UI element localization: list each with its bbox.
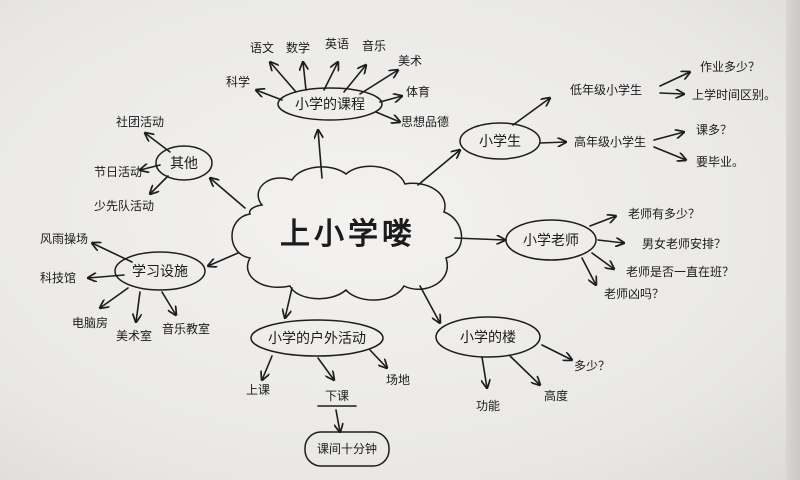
connector-outdoor-0 <box>262 355 273 380</box>
branch-courses: 小学的课程 <box>295 97 365 113</box>
pupils-low-grade: 低年级小学生 <box>570 82 642 97</box>
course-science: 科学 <box>226 74 250 89</box>
node-outlines <box>114 87 597 467</box>
branch-pupils: 小学生 <box>479 134 521 150</box>
outdoor-outline <box>250 319 384 357</box>
connector-pupils-high <box>539 142 566 143</box>
connector-teachers-2 <box>591 252 614 269</box>
other-young-pioneers: 少先队活动 <box>94 198 154 213</box>
paper-edge <box>786 0 800 480</box>
course-morality: 思想品德 <box>401 114 449 129</box>
branch-other: 其他 <box>170 156 198 172</box>
branch-teachers: 小学老师 <box>523 233 579 249</box>
connector-high-1 <box>653 146 686 160</box>
teachers-presence: 老师是否一直在班？ <box>626 265 734 279</box>
pupils-outline <box>459 122 541 160</box>
center-title: 上小学喽 <box>280 217 416 252</box>
connector-break-sub <box>336 409 340 432</box>
facilities-outline <box>114 251 206 291</box>
course-art: 美术 <box>398 54 422 68</box>
connector-facilities-1 <box>88 275 125 278</box>
branch-outdoor: 小学的户外活动 <box>268 330 366 347</box>
connector-teachers-1 <box>597 240 624 243</box>
connector-teachers-0 <box>589 216 616 227</box>
connector-facilities-4 <box>161 291 176 315</box>
building-function: 功能 <box>476 399 500 413</box>
other-outline <box>155 145 213 181</box>
connector-courses-3 <box>343 65 366 93</box>
connector-low-1 <box>659 93 684 94</box>
teachers-count: 老师有多少？ <box>628 207 700 221</box>
connector-center-teachers <box>454 238 505 240</box>
connector-teachers-3 <box>581 257 596 285</box>
high-more-classes: 课多？ <box>696 123 732 137</box>
course-english: 英语 <box>325 37 349 51</box>
connector-courses-1 <box>303 62 306 91</box>
connector-courses-7 <box>375 111 400 122</box>
outdoor-class: 上课 <box>246 383 270 397</box>
connector-facilities-3 <box>136 291 140 322</box>
facility-art-room: 美术室 <box>116 328 152 343</box>
low-schedule: 上学时间区别。 <box>692 87 776 102</box>
facility-science-hall: 科技馆 <box>40 270 76 285</box>
connectors <box>88 62 690 432</box>
connector-center-outdoor <box>285 287 293 318</box>
teachers-outline <box>505 219 597 261</box>
outdoor-recess: 课间十分钟 <box>317 441 377 456</box>
courses-outline <box>277 87 383 121</box>
recess-outline <box>304 431 390 467</box>
connector-center-facilities <box>208 252 239 266</box>
connector-other-2 <box>150 175 169 194</box>
connector-building-1 <box>482 356 487 388</box>
connector-center-building <box>419 285 440 323</box>
outdoor-field: 场地 <box>386 373 410 387</box>
building-count: 多少？ <box>574 359 610 373</box>
facility-computer-room: 电脑房 <box>72 315 108 330</box>
connector-building-2 <box>509 355 540 385</box>
branch-facilities: 学习设施 <box>132 264 188 280</box>
course-math: 数学 <box>286 40 310 55</box>
connector-center-courses <box>318 130 322 179</box>
connector-pupils-low <box>512 98 550 126</box>
labels: 上小学喽 小学的课程 语文 数学 英语 音乐 美术 体育 科学 思想品德 小学生… <box>40 37 776 456</box>
facility-music-room: 音乐教室 <box>162 321 210 336</box>
connector-courses-6 <box>256 90 283 101</box>
connector-courses-0 <box>270 62 297 93</box>
other-clubs: 社团活动 <box>116 114 164 129</box>
connector-facilities-2 <box>100 287 129 308</box>
center-cloud-outline <box>231 165 463 301</box>
teachers-gender: 男女老师安排？ <box>642 236 726 251</box>
facility-gym: 风雨操场 <box>40 231 88 246</box>
course-chinese: 语文 <box>250 40 274 55</box>
building-height: 高度 <box>544 388 568 403</box>
connector-outdoor-1 <box>317 357 334 380</box>
connector-center-other <box>210 178 246 209</box>
connector-center-pupils <box>417 150 460 186</box>
teachers-strict: 老师凶吗？ <box>604 287 664 301</box>
course-pe: 体育 <box>406 84 430 99</box>
connector-building-0 <box>541 344 572 360</box>
pupils-high-grade: 高年级小学生 <box>574 134 646 149</box>
outdoor-break: 下课 <box>325 389 349 403</box>
branch-building: 小学的楼 <box>460 330 516 346</box>
high-graduate: 要毕业。 <box>696 155 744 169</box>
course-music: 音乐 <box>362 38 386 53</box>
building-outline <box>435 316 541 358</box>
connector-outdoor-2 <box>369 349 387 368</box>
low-homework: 作业多少？ <box>700 60 760 74</box>
connector-other-0 <box>145 133 171 153</box>
connector-high-0 <box>653 132 684 141</box>
connector-courses-4 <box>359 70 398 95</box>
connector-low-0 <box>659 72 690 87</box>
connector-courses-5 <box>379 96 402 102</box>
other-festivals: 节日活动 <box>94 165 142 179</box>
connector-courses-2 <box>323 62 338 91</box>
